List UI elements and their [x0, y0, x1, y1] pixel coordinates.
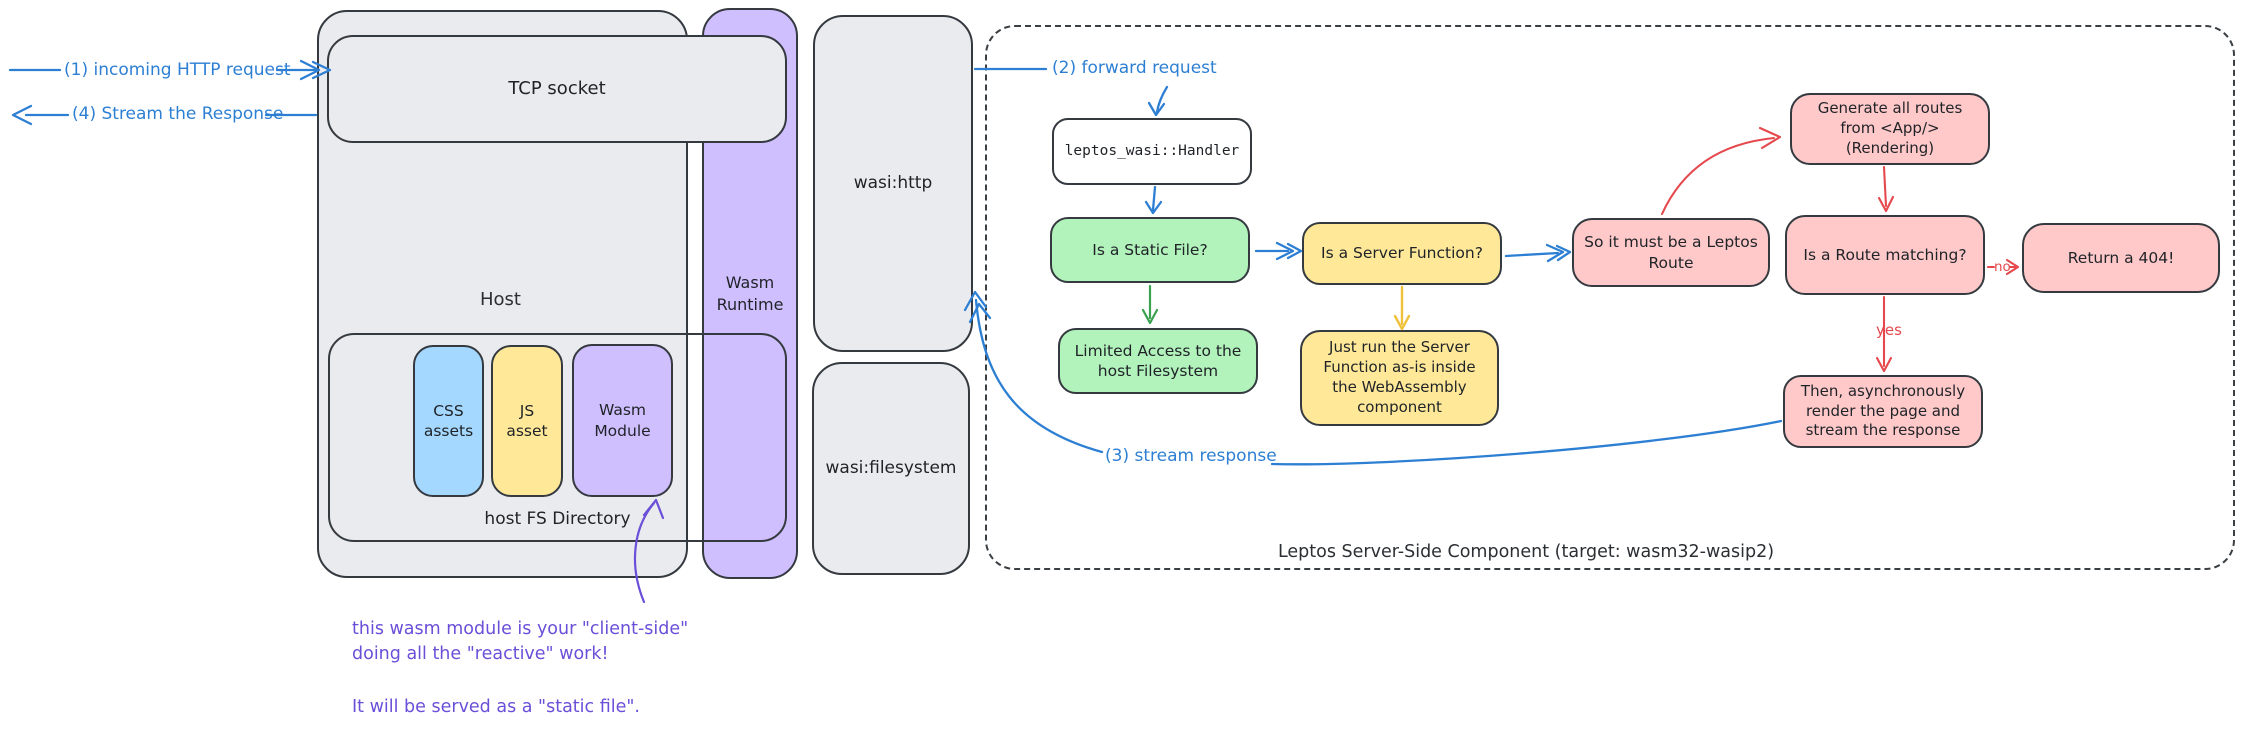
leptos-component-container: [985, 25, 2235, 570]
step3-label: (3) stream response: [1105, 446, 1277, 466]
handler-label: leptos_wasi::Handler: [1064, 142, 1240, 159]
wasm-module-box: Wasm Module: [572, 344, 673, 497]
route-yes-label: yes: [1876, 321, 1902, 339]
js-asset-label: JS asset: [506, 401, 548, 440]
return-404-label: Return a 404!: [2067, 248, 2175, 267]
run-server-function-label: Just run the Server Function as-is insid…: [1323, 338, 1476, 416]
route-matching-decision-box: Is a Route matching?: [1785, 215, 1985, 295]
wasi-http-box: wasi:http: [813, 15, 973, 352]
run-server-function-box: Just run the Server Function as-is insid…: [1300, 330, 1499, 426]
step4-label: (4) Stream the Response: [72, 104, 284, 124]
host-fs-directory-label: host FS Directory: [484, 508, 631, 529]
css-assets-label: CSS assets: [423, 401, 474, 440]
handler-box: leptos_wasi::Handler: [1052, 118, 1252, 185]
generate-routes-label: Generate all routes from <App/> (Renderi…: [1817, 99, 1963, 157]
wasm-runtime-label: Wasm Runtime: [716, 273, 784, 314]
host-label: Host: [480, 289, 521, 310]
tcp-socket-box: TCP socket: [327, 35, 787, 143]
host-fs-directory-box: host FS Directory: [328, 333, 787, 542]
server-function-decision-box: Is a Server Function?: [1302, 222, 1502, 285]
route-no-label: no: [1994, 259, 2011, 275]
wasi-filesystem-label: wasi:filesystem: [825, 458, 957, 479]
render-stream-label: Then, asynchronously render the page and…: [1800, 381, 1966, 440]
wasm-module-label: Wasm Module: [594, 401, 651, 440]
limited-access-box: Limited Access to the host Filesystem: [1058, 328, 1258, 394]
wasi-http-label: wasi:http: [853, 173, 933, 194]
leptos-route-label: So it must be a Leptos Route: [1584, 233, 1758, 272]
css-assets-box: CSS assets: [413, 345, 484, 497]
step2-label: (2) forward request: [1052, 58, 1217, 78]
wasm-module-annotation-line2: It will be served as a "static file".: [352, 697, 640, 717]
tcp-socket-label: TCP socket: [508, 78, 606, 100]
static-file-decision-box: Is a Static File?: [1050, 217, 1250, 283]
render-stream-box: Then, asynchronously render the page and…: [1783, 375, 1983, 448]
leptos-component-caption: Leptos Server-Side Component (target: wa…: [1277, 542, 1775, 562]
wasm-module-annotation-line1: this wasm module is your "client-side" d…: [352, 619, 689, 665]
static-file-decision-label: Is a Static File?: [1092, 240, 1208, 259]
route-matching-decision-label: Is a Route matching?: [1803, 245, 1967, 264]
return-404-box: Return a 404!: [2022, 223, 2220, 293]
server-function-decision-label: Is a Server Function?: [1321, 244, 1483, 263]
js-asset-box: JS asset: [491, 345, 563, 497]
wasi-filesystem-box: wasi:filesystem: [812, 362, 970, 575]
step1-label: (1) incoming HTTP request: [64, 60, 291, 80]
limited-access-label: Limited Access to the host Filesystem: [1074, 341, 1242, 380]
leptos-route-box: So it must be a Leptos Route: [1572, 218, 1770, 287]
generate-routes-box: Generate all routes from <App/> (Renderi…: [1790, 93, 1990, 165]
